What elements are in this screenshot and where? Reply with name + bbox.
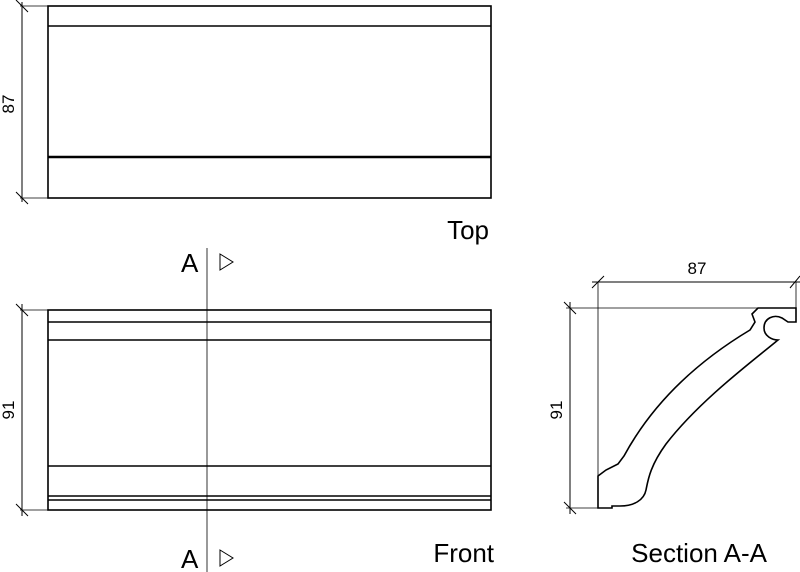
top-height-dimension: 87 — [0, 0, 48, 205]
section-view-title: Section A-A — [631, 538, 768, 568]
front-view — [47, 309, 492, 511]
front-view-outline — [47, 309, 492, 511]
section-marker-lower: A — [181, 544, 199, 572]
section-marker-upper: A — [181, 248, 199, 278]
front-view-title: Front — [433, 538, 494, 568]
section-profile — [597, 307, 797, 509]
section-width-dimension: 87 — [591, 259, 800, 476]
front-height-label: 91 — [0, 401, 18, 420]
top-height-label: 87 — [0, 95, 18, 114]
crown-molding-profile — [597, 307, 797, 509]
section-arrow-lower-icon — [219, 549, 234, 567]
section-cut-line: A A — [181, 248, 234, 572]
top-view-title: Top — [447, 215, 489, 245]
front-height-dimension: 91 — [0, 303, 48, 517]
section-height-dimension: 91 — [547, 301, 796, 515]
section-arrow-upper-icon — [219, 253, 234, 271]
section-height-label: 91 — [547, 401, 566, 420]
top-view — [47, 5, 492, 199]
top-view-outline — [47, 5, 492, 199]
section-width-label: 87 — [688, 259, 707, 278]
